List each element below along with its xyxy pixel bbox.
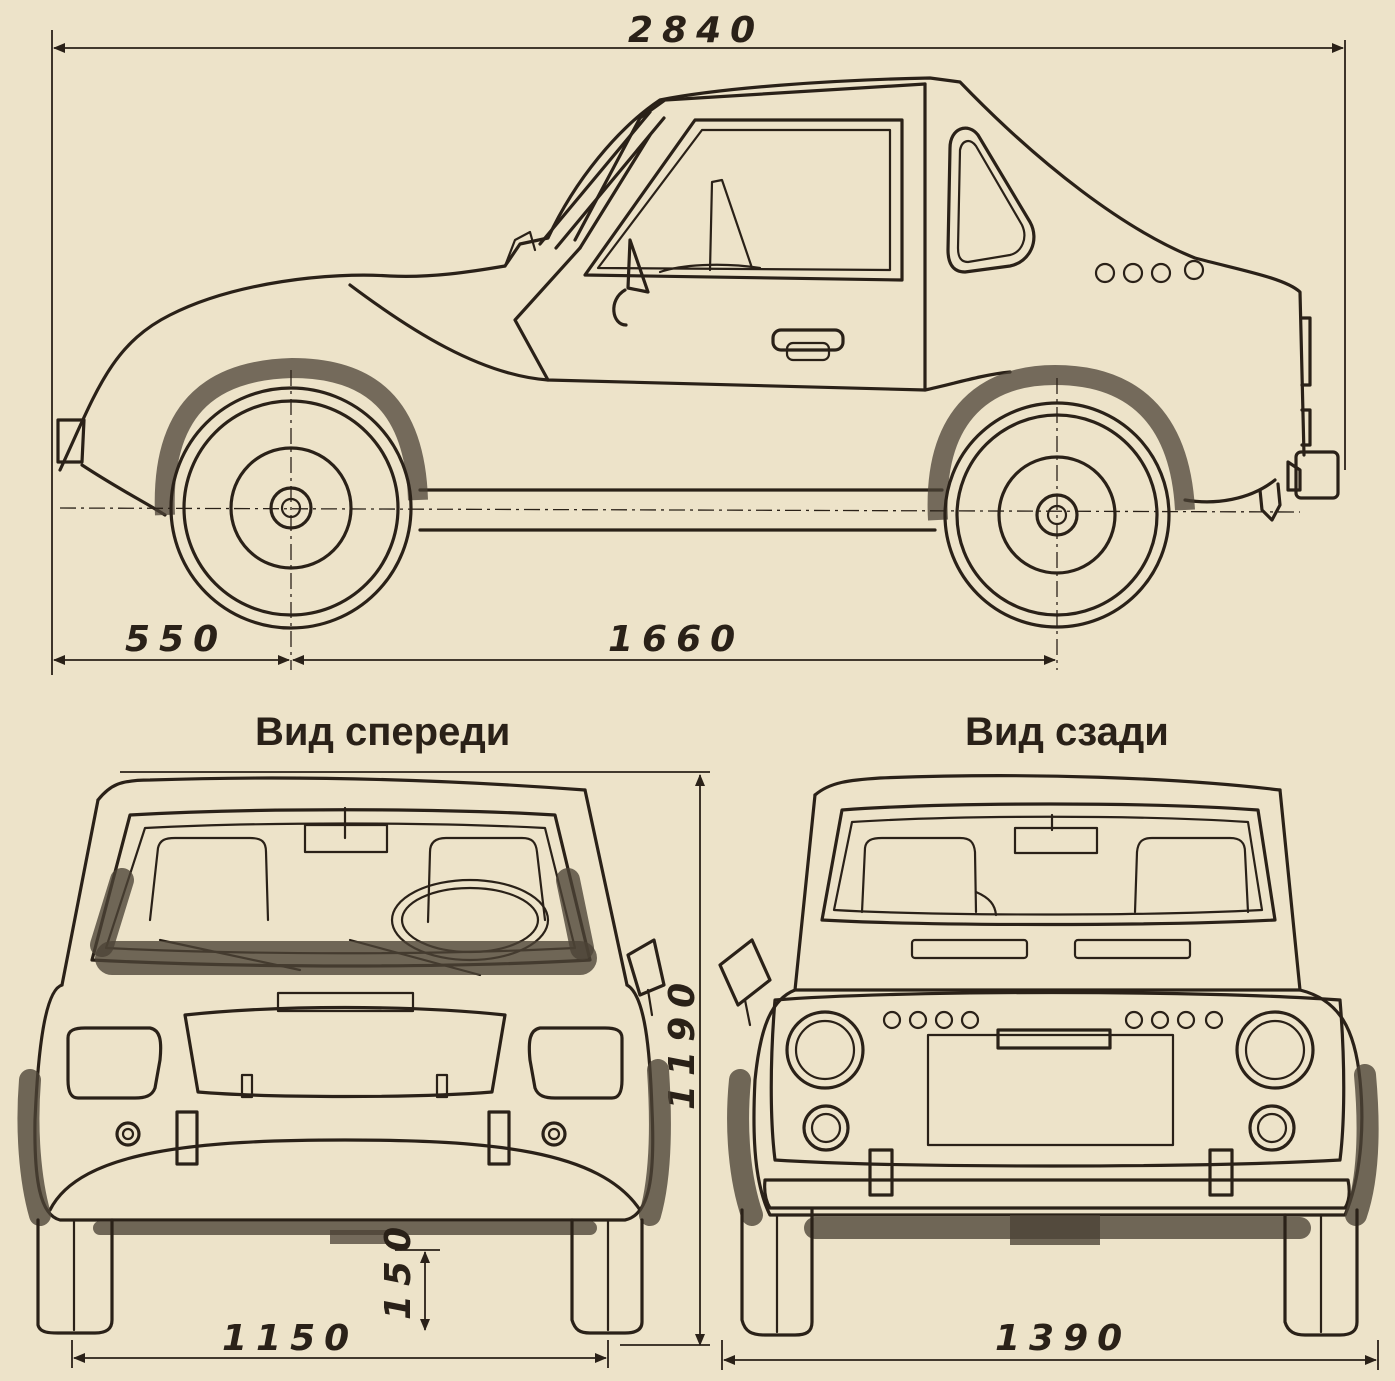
front-overhang-label: 550 bbox=[125, 619, 227, 660]
rear-track-label: 1390 bbox=[995, 1318, 1131, 1359]
overhang-dimension: 550 bbox=[53, 619, 290, 665]
wheelbase-dimension: 1660 bbox=[292, 619, 1056, 665]
side-view: 2840 bbox=[51, 10, 1346, 675]
front-view-title: Вид спереди bbox=[255, 710, 510, 754]
front-view: Вид спереди 1190 bbox=[17, 710, 710, 1368]
overall-length-label: 2840 bbox=[628, 10, 764, 51]
wheelbase-label: 1660 bbox=[608, 619, 744, 660]
rear-view: Вид сзади ​ bbox=[718, 710, 1379, 1370]
front-track-label: 1150 bbox=[222, 1318, 358, 1359]
rear-wheel bbox=[927, 364, 1195, 629]
rear-view-title: Вид сзади bbox=[965, 710, 1169, 754]
car-body-side bbox=[56, 76, 1340, 532]
overall-length-dimension: 2840 bbox=[51, 10, 1346, 675]
ground-clearance-label: 150 bbox=[378, 1218, 419, 1320]
